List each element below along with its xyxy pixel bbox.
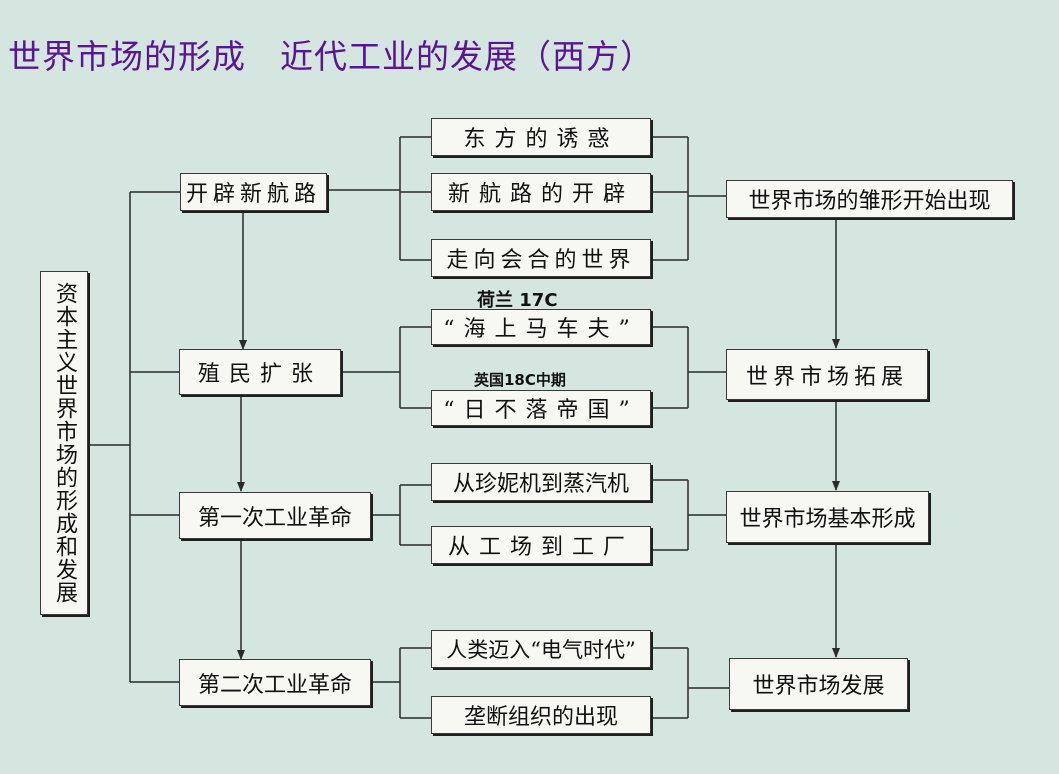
- subtopic-sea-coachman: “海上马车夫”: [431, 309, 651, 345]
- subtopic-label: 东方的诱惑: [463, 127, 619, 152]
- main-topic-label: 第二次工业革命: [197, 672, 352, 698]
- subtopic-converging-world: 走向会合的世界: [431, 239, 651, 277]
- subtopic-new-routes: 新航路的开辟: [431, 173, 651, 211]
- main-topic-label: 开辟新航路: [185, 182, 321, 207]
- stage-label: 世界市场发展: [752, 674, 885, 699]
- stage-basic-formation: 世界市场基本形成: [726, 491, 929, 543]
- subtopic-label: “日不落帝国”: [443, 398, 639, 423]
- stage-label: 世界市场拓展: [745, 364, 908, 390]
- main-topic-label: 第一次工业革命: [197, 505, 352, 531]
- stage-label: 世界市场基本形成: [739, 507, 916, 532]
- root-node: 资本主义世界市场的形成和发展: [40, 271, 88, 615]
- main-topic-navigation: 开辟新航路: [180, 173, 327, 211]
- subtopic-workshop-to-factory: 从工场到工厂: [431, 526, 651, 564]
- page-title: 世界市场的形成 近代工业的发展（西方）: [8, 37, 654, 76]
- subtopic-label: 走向会合的世界: [446, 248, 636, 273]
- subtopic-sunless-empire: “日不落帝国”: [431, 390, 651, 426]
- root-label: 资本主义世界市场的形成和发展: [52, 282, 77, 604]
- subtopic-monopoly: 垄断组织的出现: [431, 696, 651, 734]
- annotation-britain: 英国18C中期: [474, 371, 566, 389]
- subtopic-label: “海上马车夫”: [443, 317, 639, 342]
- subtopic-electric-age: 人类迈入“电气时代”: [431, 630, 651, 668]
- subtopic-label: 人类迈入“电气时代”: [446, 638, 636, 662]
- main-topic-industrial-2: 第二次工业革命: [179, 659, 371, 706]
- main-topic-colonial: 殖民扩张: [179, 349, 341, 395]
- main-topic-industrial-1: 第一次工业革命: [179, 492, 371, 539]
- annotation-netherlands: 荷兰 17C: [477, 290, 558, 311]
- subtopic-label: 从珍妮机到蒸汽机: [452, 472, 629, 497]
- stage-label: 世界市场的雏形开始出现: [748, 189, 991, 214]
- stage-expansion: 世界市场拓展: [726, 349, 928, 400]
- subtopic-label: 新航路的开辟: [447, 182, 634, 207]
- subtopic-eastern-temptation: 东方的诱惑: [431, 118, 651, 156]
- stage-development: 世界市场发展: [729, 658, 908, 710]
- subtopic-label: 垄断组织的出现: [463, 705, 618, 730]
- subtopic-label: 从工场到工厂: [447, 535, 634, 560]
- main-topic-label: 殖民扩张: [197, 362, 322, 387]
- stage-embryonic: 世界市场的雏形开始出现: [726, 180, 1013, 218]
- subtopic-jenny-to-steam: 从珍妮机到蒸汽机: [431, 463, 651, 501]
